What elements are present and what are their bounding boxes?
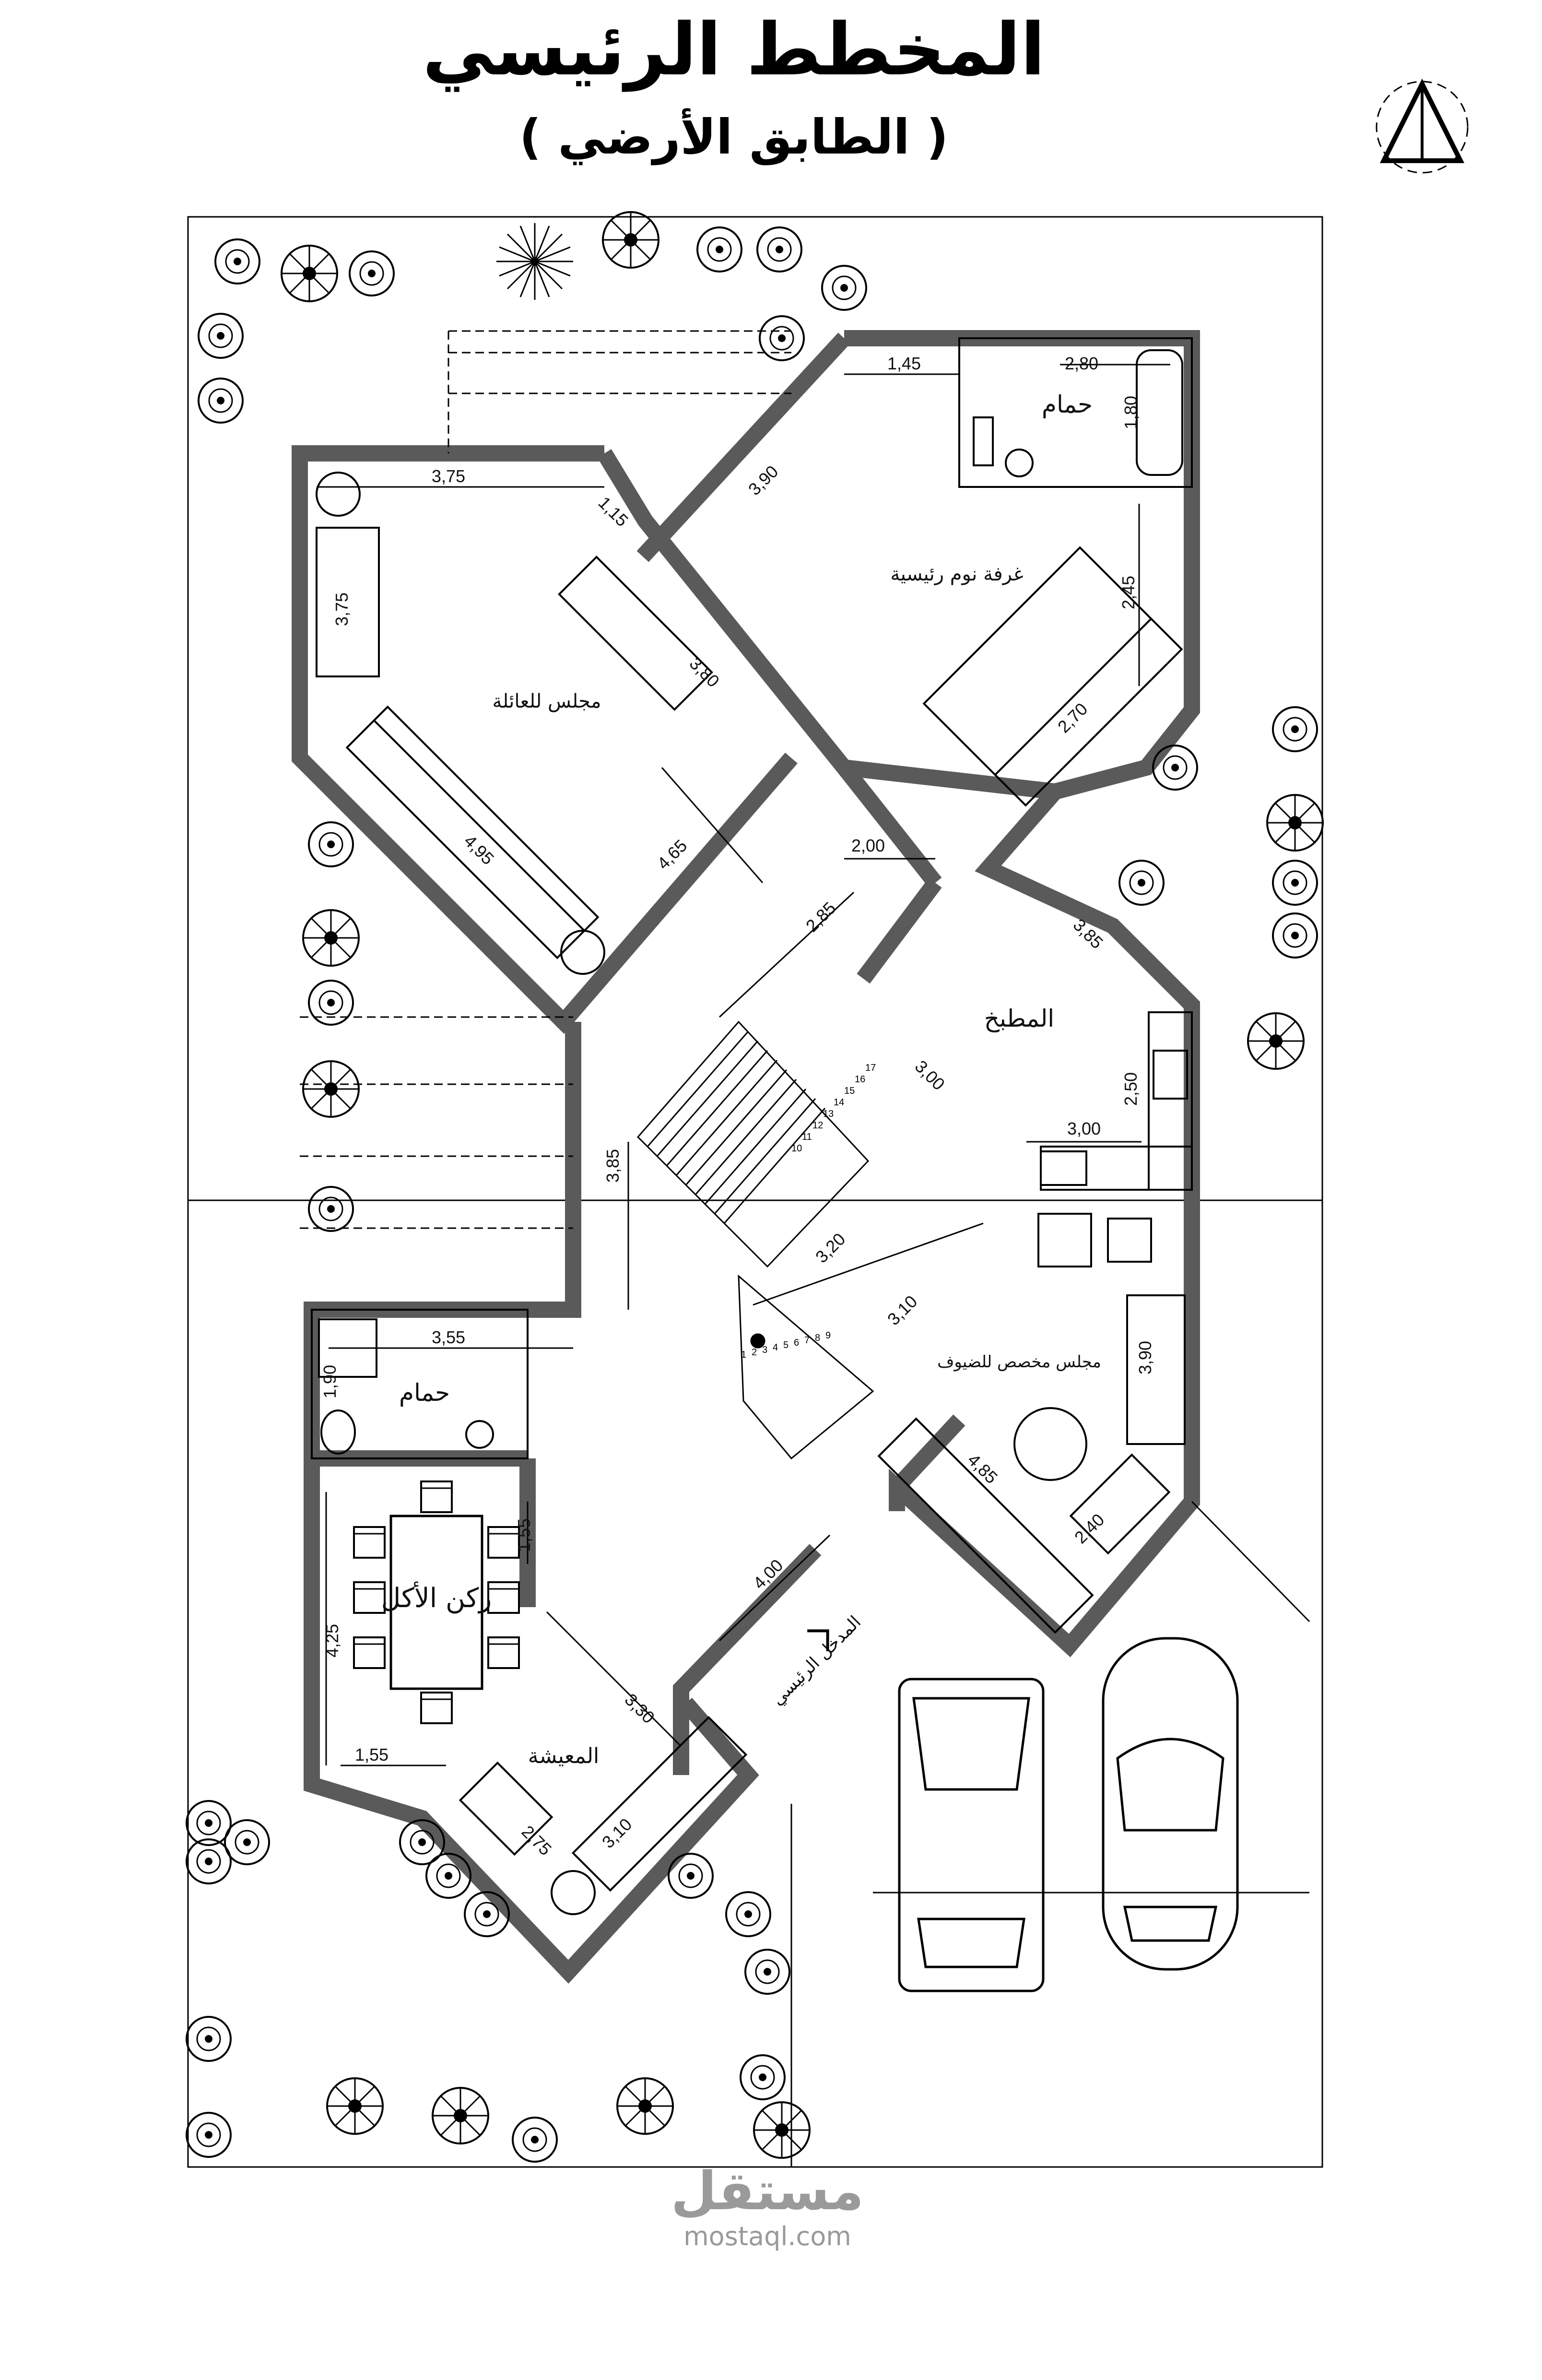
living-furniture — [459, 1716, 748, 1915]
room-label-family-majlis: مجلس للعائلة — [493, 690, 601, 712]
dimension-label: 2,85 — [802, 898, 840, 936]
dimension-label: 3,10 — [883, 1291, 921, 1329]
dimension-label: 2,00 — [851, 836, 885, 855]
stair-number: 7 — [804, 1335, 810, 1346]
room-label-kitchen: المطبخ — [984, 1005, 1054, 1033]
north-arrow-icon — [1376, 78, 1469, 174]
room-label-living: المعيشة — [528, 1744, 599, 1768]
kitchen-counters — [1040, 1011, 1193, 1191]
master-bed — [922, 546, 1183, 807]
dimension-label: 2,50 — [1121, 1072, 1141, 1106]
dimension-label: 3,00 — [911, 1056, 949, 1094]
dimension-label: 2,40 — [1071, 1510, 1108, 1548]
dimension-label: 2,70 — [1054, 699, 1092, 737]
site-boundary-lower — [187, 1199, 1323, 2168]
dimension-label: 2,80 — [1065, 354, 1098, 373]
watermark-url: mostaql.com — [683, 2221, 851, 2251]
family-majlis-furniture — [316, 472, 713, 975]
room-label-main-entrance: المدخل الرئيسي — [768, 1612, 865, 1710]
dimension-label: 1,90 — [320, 1365, 340, 1398]
stair-number: 2 — [752, 1347, 757, 1358]
dimension-label: 3,75 — [332, 592, 352, 626]
dimension-label: 1,55 — [355, 1745, 388, 1764]
dimension-lines — [317, 364, 1170, 1766]
bathroom-top-fixtures — [958, 337, 1193, 488]
dimension-label: 4,25 — [322, 1624, 342, 1658]
dimension-label: 3,55 — [432, 1327, 465, 1347]
stair-number: 8 — [815, 1333, 820, 1343]
stair-number: 4 — [773, 1342, 778, 1353]
stair-number: 1 — [741, 1350, 746, 1360]
guest-majlis-furniture — [877, 1213, 1186, 1634]
dimension-label: 2,45 — [1118, 576, 1138, 609]
stair-number: 15 — [844, 1086, 855, 1096]
plan-title: المخطط الرئيسي — [423, 8, 1045, 92]
dimension-label: 4,65 — [653, 836, 691, 874]
dimension-label: 3,85 — [603, 1149, 623, 1183]
room-label-master-bedroom: غرفة نوم رئيسية — [890, 563, 1023, 585]
room-label-bathroom-top: حمام — [1042, 391, 1093, 418]
dimension-label: 1,55 — [514, 1518, 534, 1552]
plan-subtitle: ( الطابق الأرضي ) — [519, 108, 948, 166]
stair-number: 5 — [783, 1340, 789, 1350]
dimension-label: 4,95 — [460, 831, 498, 869]
dimension-label: 2,75 — [518, 1822, 556, 1859]
dining-set — [353, 1480, 520, 1724]
room-label-guest-majlis: مجلس مخصص للضيوف — [937, 1352, 1101, 1372]
dimension-label: 4,85 — [964, 1450, 1002, 1488]
car-left-icon — [898, 1678, 1045, 1992]
dimension-label: 3,90 — [1135, 1341, 1155, 1374]
car-right-icon — [1102, 1637, 1239, 1971]
stair-number: 9 — [825, 1330, 831, 1341]
stair-number: 14 — [834, 1097, 844, 1108]
stair-number: 10 — [791, 1143, 802, 1154]
dimension-label: 1,45 — [887, 354, 921, 373]
walls — [292, 330, 1200, 1984]
stair-number: 6 — [794, 1338, 799, 1348]
stair-number: 12 — [812, 1120, 823, 1131]
parking-lines — [873, 1501, 1310, 1894]
dimension-label: 3,75 — [432, 466, 465, 486]
dimension-label: 3,90 — [744, 462, 782, 499]
stair-number: 11 — [802, 1132, 812, 1142]
stair-number: 17 — [865, 1063, 876, 1073]
entrance-arrow-icon — [807, 1629, 829, 1651]
dimension-label: 3,30 — [621, 1690, 659, 1728]
dimension-label: 1,80 — [1121, 396, 1141, 429]
room-label-bathroom-bottom: حمام — [399, 1379, 450, 1407]
room-label-dining: ركن الأكل — [381, 1581, 492, 1614]
dimension-label: 3,00 — [1067, 1119, 1101, 1138]
dimension-label: 3,80 — [686, 653, 724, 691]
stair-number: 16 — [855, 1074, 865, 1085]
dimension-label: 3,20 — [812, 1229, 849, 1267]
stair-number: 3 — [762, 1345, 767, 1355]
watermark-brand: مستقل — [671, 2160, 864, 2222]
pergola-lines — [300, 330, 791, 1229]
staircase — [636, 1020, 874, 1460]
dimension-label: 3,10 — [598, 1814, 636, 1852]
stair-number: 13 — [823, 1109, 834, 1119]
